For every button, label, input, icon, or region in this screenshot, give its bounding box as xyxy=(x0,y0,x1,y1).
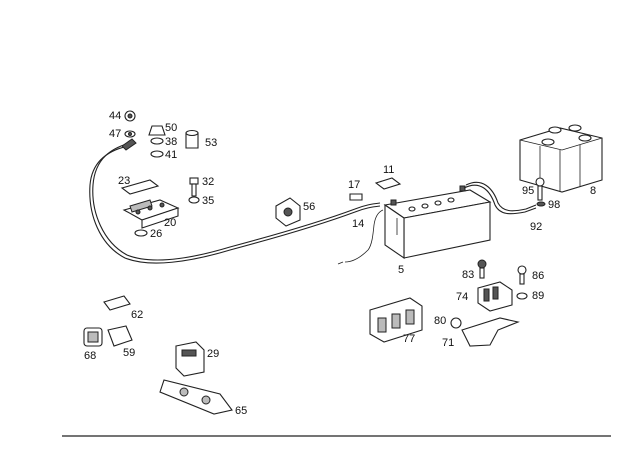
callout-71: 71 xyxy=(442,337,454,349)
upper-left-hardware xyxy=(124,110,199,158)
callout-92: 92 xyxy=(530,221,542,233)
callout-95: 95 xyxy=(522,185,534,197)
callout-65: 65 xyxy=(235,405,247,417)
part-95-bolt xyxy=(535,177,545,201)
callout-8: 8 xyxy=(590,185,596,197)
positive-cable-2 xyxy=(465,181,537,212)
callout-41: 41 xyxy=(165,149,177,161)
part-86-bolt xyxy=(517,265,527,285)
callout-14: 14 xyxy=(352,218,364,230)
battery xyxy=(383,185,492,260)
part-80-nut xyxy=(450,317,462,329)
callout-62: 62 xyxy=(131,309,143,321)
callout-32: 32 xyxy=(202,176,214,188)
callout-50: 50 xyxy=(165,122,177,134)
part-59-connector xyxy=(107,325,133,347)
callout-23: 23 xyxy=(118,175,130,187)
part-98-washer xyxy=(536,201,546,207)
callout-17: 17 xyxy=(348,179,360,191)
part-62-connector xyxy=(103,295,131,311)
callout-86: 86 xyxy=(532,270,544,282)
callout-89: 89 xyxy=(532,290,544,302)
callout-26: 26 xyxy=(150,228,162,240)
part-17-screw xyxy=(349,193,363,201)
part-68-socket xyxy=(83,327,103,347)
callout-98: 98 xyxy=(548,199,560,211)
part-71-bracket xyxy=(461,317,520,347)
sense-wire xyxy=(344,209,384,263)
part-77-box xyxy=(369,297,423,343)
callout-59: 59 xyxy=(123,347,135,359)
part-20-fuse-block xyxy=(122,199,180,229)
callout-56: 56 xyxy=(303,201,315,213)
part-23-bracket xyxy=(120,179,160,195)
callout-35: 35 xyxy=(202,195,214,207)
part-74-relay xyxy=(477,281,513,312)
part-29-housing xyxy=(175,341,205,377)
positive-cable xyxy=(463,184,537,215)
callout-47: 47 xyxy=(109,128,121,140)
sense-wire-end xyxy=(337,261,344,265)
callout-74: 74 xyxy=(456,291,468,303)
callout-38: 38 xyxy=(165,136,177,148)
callout-29: 29 xyxy=(207,348,219,360)
part-89-washer xyxy=(516,292,528,300)
callout-20: 20 xyxy=(164,217,176,229)
part-83-bolt xyxy=(477,259,487,279)
callout-83: 83 xyxy=(462,269,474,281)
part-56-clamp xyxy=(275,197,301,227)
callout-5: 5 xyxy=(398,264,404,276)
part-11-bracket xyxy=(374,177,402,190)
callout-80: 80 xyxy=(434,315,446,327)
callout-11: 11 xyxy=(383,164,394,176)
ground-cable xyxy=(89,138,381,264)
part-8-box-assembly xyxy=(519,124,603,193)
part-26-washer xyxy=(134,229,148,237)
part-65-terminal-strip xyxy=(159,379,233,415)
callout-77: 77 xyxy=(403,333,415,345)
part-35-washer xyxy=(188,196,200,204)
callout-53: 53 xyxy=(205,137,217,149)
callout-68: 68 xyxy=(84,350,96,362)
part-32-screw xyxy=(189,177,199,197)
callout-44: 44 xyxy=(109,110,121,122)
